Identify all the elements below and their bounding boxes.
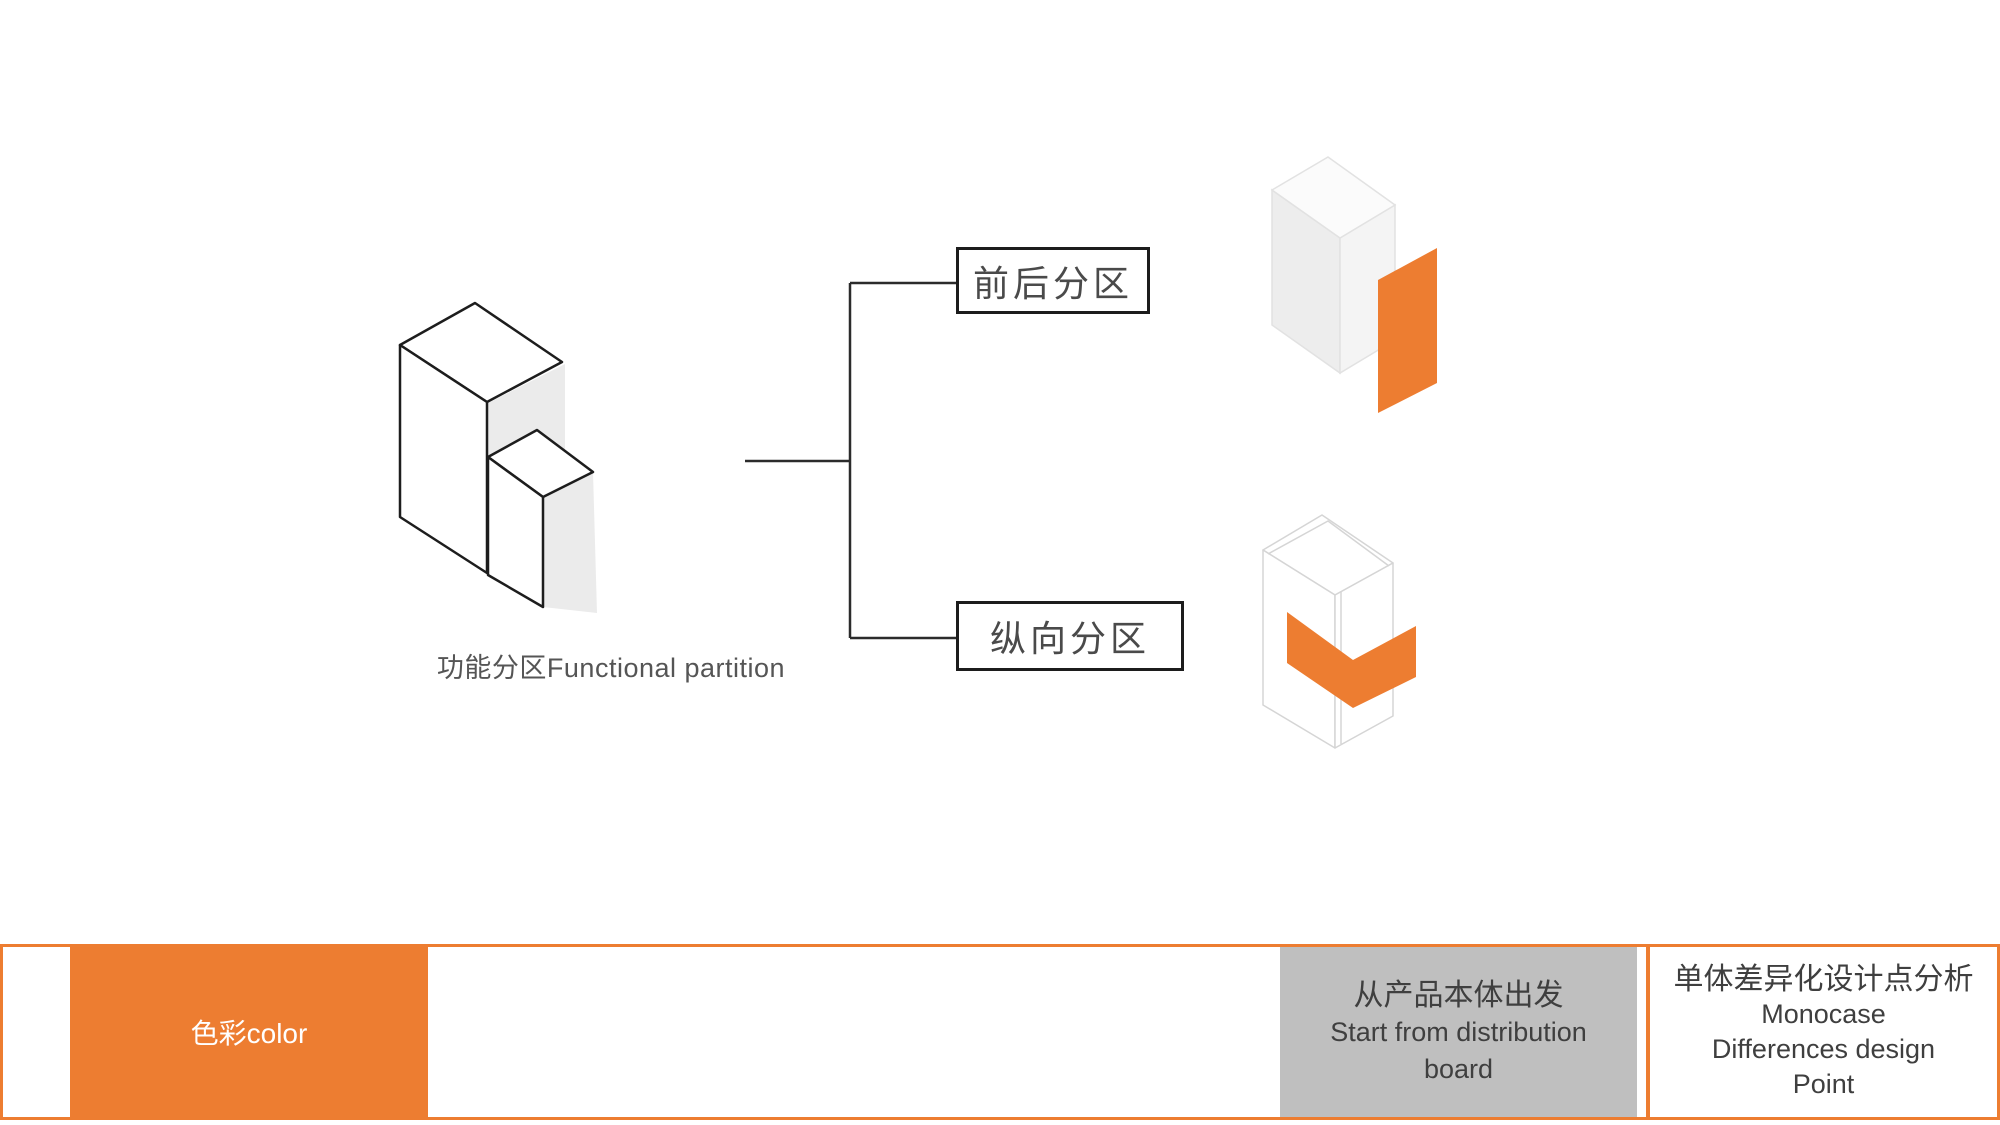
distribution-board-card: 从产品本体出发 Start from distribution board bbox=[1280, 947, 1637, 1117]
monocase-title-zh: 单体差异化设计点分析 bbox=[1673, 963, 1974, 996]
connector-lines bbox=[745, 281, 956, 640]
monocase-subtitle-line1: Monocase bbox=[1761, 999, 1886, 1029]
color-block: 色彩color bbox=[70, 947, 428, 1117]
vertical-partition-illustration-icon bbox=[1262, 514, 1416, 749]
footer-divider bbox=[1646, 947, 1650, 1117]
branch-box-vertical: 纵向分区 bbox=[956, 601, 1184, 671]
branch-box-front-back: 前后分区 bbox=[956, 247, 1150, 314]
branch-label-front-back: 前后分区 bbox=[972, 262, 1133, 304]
monocase-card: 单体差异化设计点分析 Monocase Differences design P… bbox=[1650, 947, 1997, 1117]
monocase-subtitle-line3: Point bbox=[1792, 1069, 1855, 1099]
monocase-subtitle-line2: Differences design bbox=[1711, 1034, 1936, 1064]
distribution-board-subtitle-line1: Start from distribution bbox=[1330, 1016, 1587, 1047]
functional-partition-label: 功能分区Functional partition bbox=[436, 653, 786, 683]
distribution-board-title-zh: 从产品本体出发 bbox=[1353, 978, 1564, 1012]
branch-label-vertical: 纵向分区 bbox=[989, 618, 1150, 659]
distribution-board-subtitle-line2: board bbox=[1423, 1053, 1494, 1084]
footer-bar: 色彩color 从产品本体出发 Start from distribution … bbox=[0, 944, 2000, 1120]
color-block-label: 色彩color bbox=[190, 1018, 308, 1049]
functional-partition-wireframe-icon bbox=[398, 301, 597, 613]
front-back-partition-illustration-icon bbox=[1270, 156, 1437, 413]
